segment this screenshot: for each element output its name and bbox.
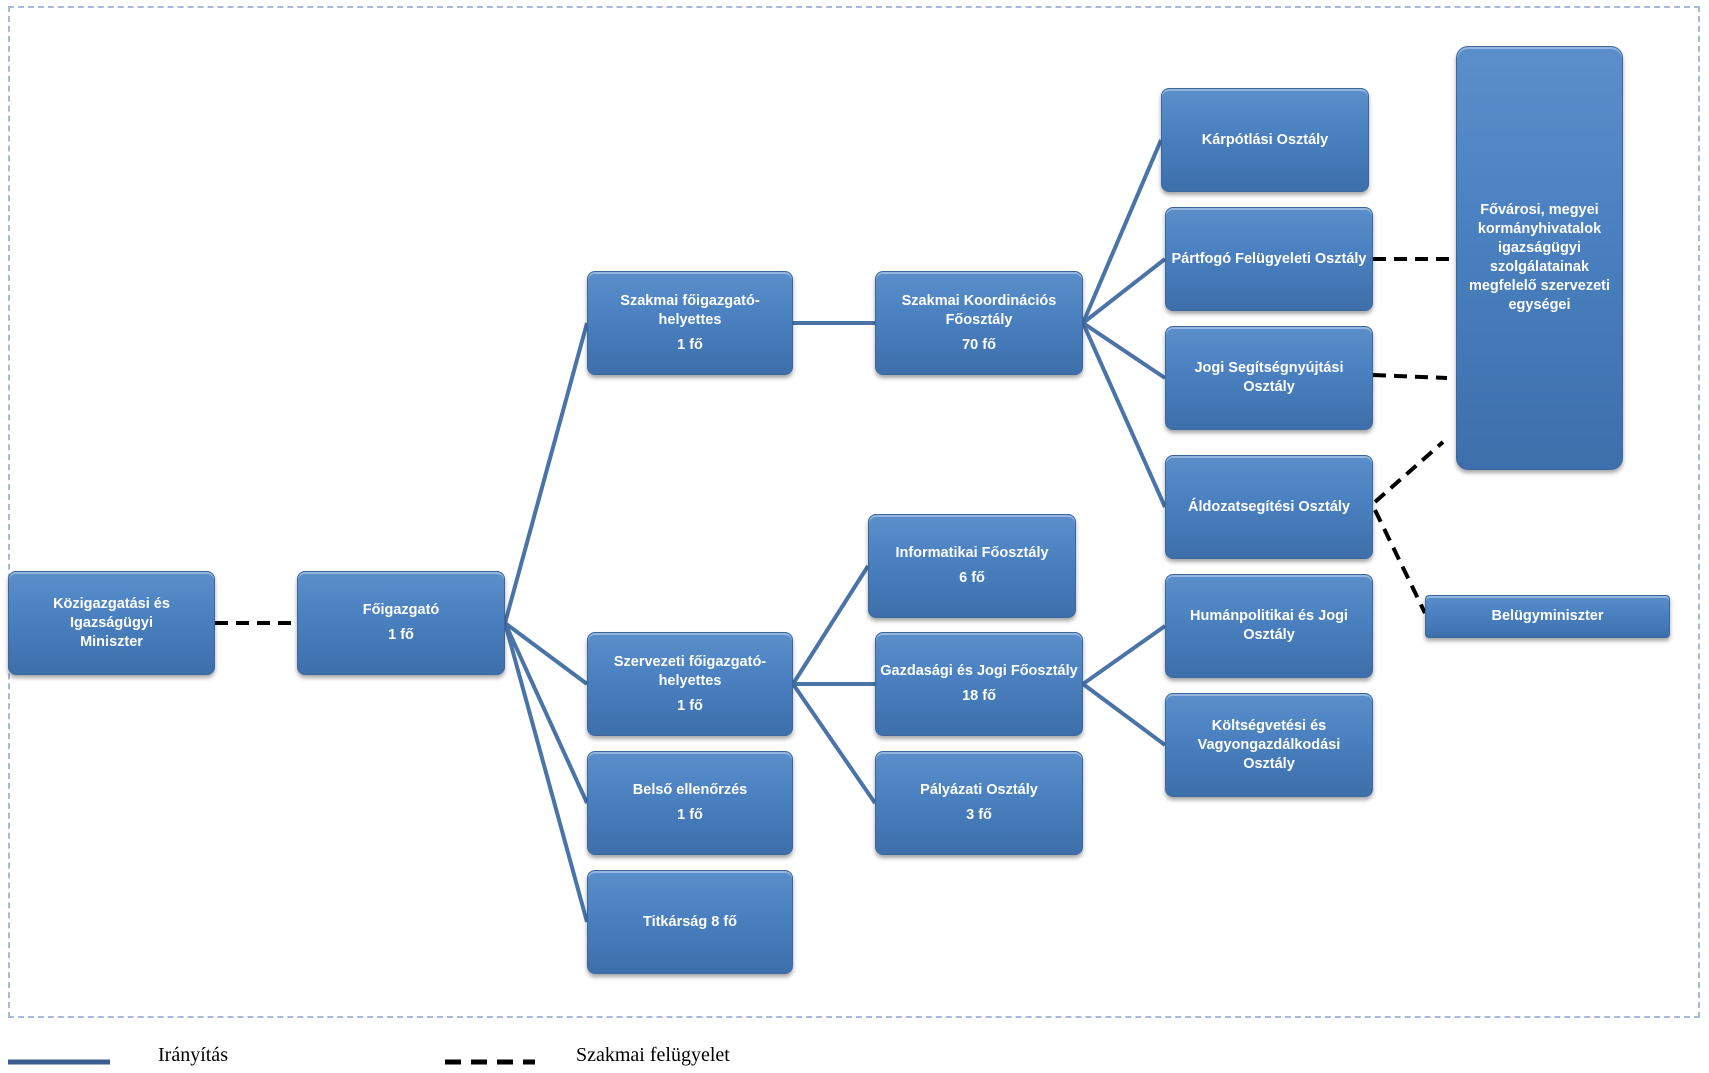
node-partfogo: Pártfogó Felügyeleti Osztály bbox=[1165, 207, 1373, 311]
node-headcount: 6 fő bbox=[959, 570, 985, 586]
edge-jogi-kormanyhivatalok bbox=[1372, 373, 1448, 380]
edge-aldozat-kormanyhivatalok bbox=[1373, 440, 1445, 504]
node-miniszter: Közigazgatási és Igazságügyi Miniszter bbox=[8, 571, 215, 675]
node-headcount: 1 fő bbox=[677, 336, 703, 353]
node-koltsegvetesi: Költségvetési és Vagyongazdálkodási Oszt… bbox=[1165, 693, 1373, 797]
edge-foigazgato-szakmai-helyettes bbox=[503, 322, 589, 624]
node-aldozatsegitesi: Áldozatsegítési Osztály bbox=[1165, 455, 1373, 559]
node-foigazgato: Főigazgató 1 fő bbox=[297, 571, 505, 675]
edge-foigazgato-szervezeti-helyettes bbox=[503, 621, 589, 686]
node-title: Szakmai főigazgató- helyettes bbox=[620, 292, 760, 328]
node-headcount: 3 fő bbox=[966, 807, 992, 823]
node-kormanyhivatalok: Fővárosi, megyei kormányhivatalok igazsá… bbox=[1456, 46, 1623, 470]
node-title: Főigazgató bbox=[362, 602, 440, 618]
node-headcount: 1 fő bbox=[677, 807, 703, 823]
node-palyazati: Pályázati Osztály 3 fő bbox=[875, 751, 1083, 855]
node-title: Szervezeti főigazgató- helyettes bbox=[613, 653, 767, 689]
node-szervezeti-helyettes: Szervezeti főigazgató- helyettes 1 fő bbox=[587, 632, 793, 736]
node-titkarsag: Titkárság 8 fő bbox=[587, 870, 793, 974]
node-title: Belügyminiszter bbox=[1491, 608, 1604, 624]
node-headcount: 70 fő bbox=[962, 336, 996, 353]
node-belso-ellenorzes: Belső ellenőrzés 1 fő bbox=[587, 751, 793, 855]
node-title: Pályázati Osztály bbox=[920, 782, 1038, 798]
diagram-frame bbox=[8, 6, 1700, 1018]
node-title: Fővárosi, megyei kormányhivatalok igazsá… bbox=[1468, 202, 1611, 313]
edge-aldozat-belugyminiszter bbox=[1373, 509, 1427, 614]
node-humanpolitikai: Humánpolitikai és Jogi Osztály bbox=[1165, 574, 1373, 678]
node-title: Jogi Segítségnyújtási Osztály bbox=[1194, 360, 1344, 395]
node-title: Kárpótlási Osztály bbox=[1201, 131, 1329, 148]
node-title: Titkárság 8 fő bbox=[642, 913, 738, 930]
node-title: Áldozatsegítési Osztály bbox=[1188, 498, 1350, 515]
edge-szervezeti-palyazati bbox=[791, 682, 877, 805]
edge-foigazgato-belso-ellenorzes bbox=[503, 622, 589, 804]
node-title: Közigazgatási és Igazságügyi Miniszter bbox=[53, 595, 170, 650]
edge-foigazgato-titkarsag bbox=[503, 622, 589, 923]
edge-koordinacios-aldozat bbox=[1081, 322, 1167, 508]
node-title: Pártfogó Felügyeleti Osztály bbox=[1171, 250, 1367, 267]
node-szakmai-koordinacios: Szakmai Koordinációs Főosztály 70 fő bbox=[875, 271, 1083, 375]
node-headcount: 1 fő bbox=[388, 627, 414, 643]
node-headcount: 18 fő bbox=[962, 688, 996, 704]
edge-koordinacios-karpotlasi bbox=[1081, 139, 1163, 324]
node-title: Költségvetési és Vagyongazdálkodási Oszt… bbox=[1197, 717, 1341, 772]
node-title: Humánpolitikai és Jogi Osztály bbox=[1190, 608, 1348, 643]
edge-szervezeti-informatikai bbox=[791, 564, 870, 686]
edge-koordinacios-partfogo bbox=[1081, 257, 1167, 325]
node-title: Informatikai Főosztály bbox=[895, 545, 1049, 561]
node-jogi-segitseg: Jogi Segítségnyújtási Osztály bbox=[1165, 326, 1373, 430]
node-title: Belső ellenőrzés bbox=[632, 782, 748, 798]
node-title: Szakmai Koordinációs Főosztály bbox=[901, 292, 1057, 328]
node-szakmai-helyettes: Szakmai főigazgató- helyettes 1 fő bbox=[587, 271, 793, 375]
node-informatikai: Informatikai Főosztály 6 fő bbox=[868, 514, 1076, 618]
legend-solid-label: Irányítás bbox=[158, 1044, 228, 1066]
node-headcount: 1 fő bbox=[677, 697, 703, 714]
node-gazdasagi-jogi: Gazdasági és Jogi Főosztály 18 fő bbox=[875, 632, 1083, 736]
node-karpotlasi: Kárpótlási Osztály bbox=[1161, 88, 1369, 192]
node-belugyminiszter: Belügyminiszter bbox=[1425, 595, 1670, 638]
edge-gazdasagi-koltsegvetesi bbox=[1081, 682, 1167, 747]
edge-koordinacios-jogi bbox=[1081, 321, 1167, 380]
legend-dashed-label: Szakmai felügyelet bbox=[576, 1044, 730, 1066]
edge-gazdasagi-humanpolitikai bbox=[1081, 624, 1167, 686]
node-title: Gazdasági és Jogi Főosztály bbox=[880, 663, 1078, 679]
